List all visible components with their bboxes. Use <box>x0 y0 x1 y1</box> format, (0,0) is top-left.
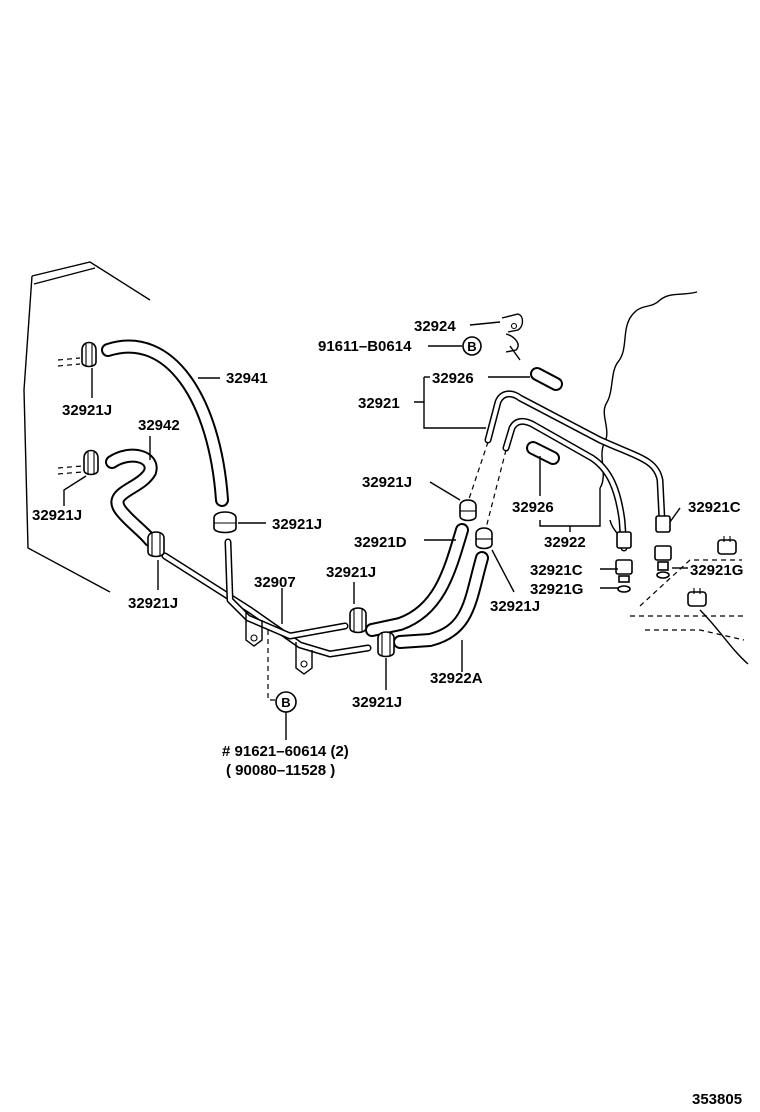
hose-32921D <box>365 523 469 637</box>
label-32921j-5: 32921J <box>362 474 412 491</box>
mount-studs <box>687 536 737 607</box>
svg-text:B: B <box>467 339 476 354</box>
fitting-32921C-lower <box>615 531 633 593</box>
hose-piece-32926-lower <box>526 441 560 465</box>
label-32907: 32907 <box>254 574 296 591</box>
label-note-bolt: # 91621–60614 (2) <box>222 743 349 760</box>
label-32926-upper: 32926 <box>432 370 474 387</box>
label-32926-lower: 32926 <box>512 499 554 516</box>
label-32921g-left: 32921G <box>530 581 583 598</box>
hose-32942 <box>105 448 158 547</box>
label-32921j-7: 32921J <box>326 564 376 581</box>
hose-piece-32926-upper <box>530 367 563 391</box>
label-32921: 32921 <box>358 395 400 412</box>
pipe-32907 <box>161 538 372 675</box>
label-91611-b0614: 91611–B0614 <box>318 338 412 355</box>
clamp-32921J-8 <box>377 631 395 658</box>
label-32921g-right: 32921G <box>690 562 743 579</box>
reference-dashes <box>57 357 507 701</box>
label-32921j-1: 32921J <box>62 402 112 419</box>
label-note-alt: ( 90080–11528 ) <box>226 762 335 779</box>
clamp-32921J-3 <box>147 531 165 558</box>
clamp-32921J-7 <box>349 607 367 634</box>
label-32924: 32924 <box>414 318 456 335</box>
tube-32921 <box>484 390 666 524</box>
leader-lines <box>63 321 688 740</box>
clamp-32921J-5 <box>459 499 477 522</box>
label-32921d: 32921D <box>354 534 407 551</box>
diagram-id: 353805 <box>692 1091 742 1108</box>
clamp-32921J-6 <box>475 527 493 550</box>
clip-32924 <box>501 313 524 361</box>
label-32942: 32942 <box>138 417 180 434</box>
hose-32941 <box>101 339 229 507</box>
label-32921j-6: 32921J <box>490 598 540 615</box>
body-panel-outline <box>23 261 151 593</box>
marker-b-top: B <box>462 336 482 356</box>
svg-text:B: B <box>281 695 290 710</box>
label-32921j-4: 32921J <box>272 516 322 533</box>
label-32921j-2: 32921J <box>32 507 82 524</box>
label-32941: 32941 <box>226 370 268 387</box>
fitting-32921C-upper <box>654 515 672 579</box>
label-32921c-lower: 32921C <box>530 562 583 579</box>
label-32922: 32922 <box>544 534 586 551</box>
clamp-32921J-2 <box>83 449 99 476</box>
clamp-32921J-1 <box>81 341 97 368</box>
marker-b-bottom: B <box>275 691 297 713</box>
clamp-32921J-4 <box>213 511 237 534</box>
hose-32922A <box>393 551 489 649</box>
label-32922a: 32922A <box>430 670 483 687</box>
part-labels: 32924 91611–B0614 32941 32926 32921 3292… <box>32 318 743 1108</box>
label-32921j-3: 32921J <box>128 595 178 612</box>
tube-32922 <box>502 417 628 552</box>
label-32921c-upper: 32921C <box>688 499 741 516</box>
engine-outline <box>599 291 749 665</box>
label-32921j-8: 32921J <box>352 694 402 711</box>
